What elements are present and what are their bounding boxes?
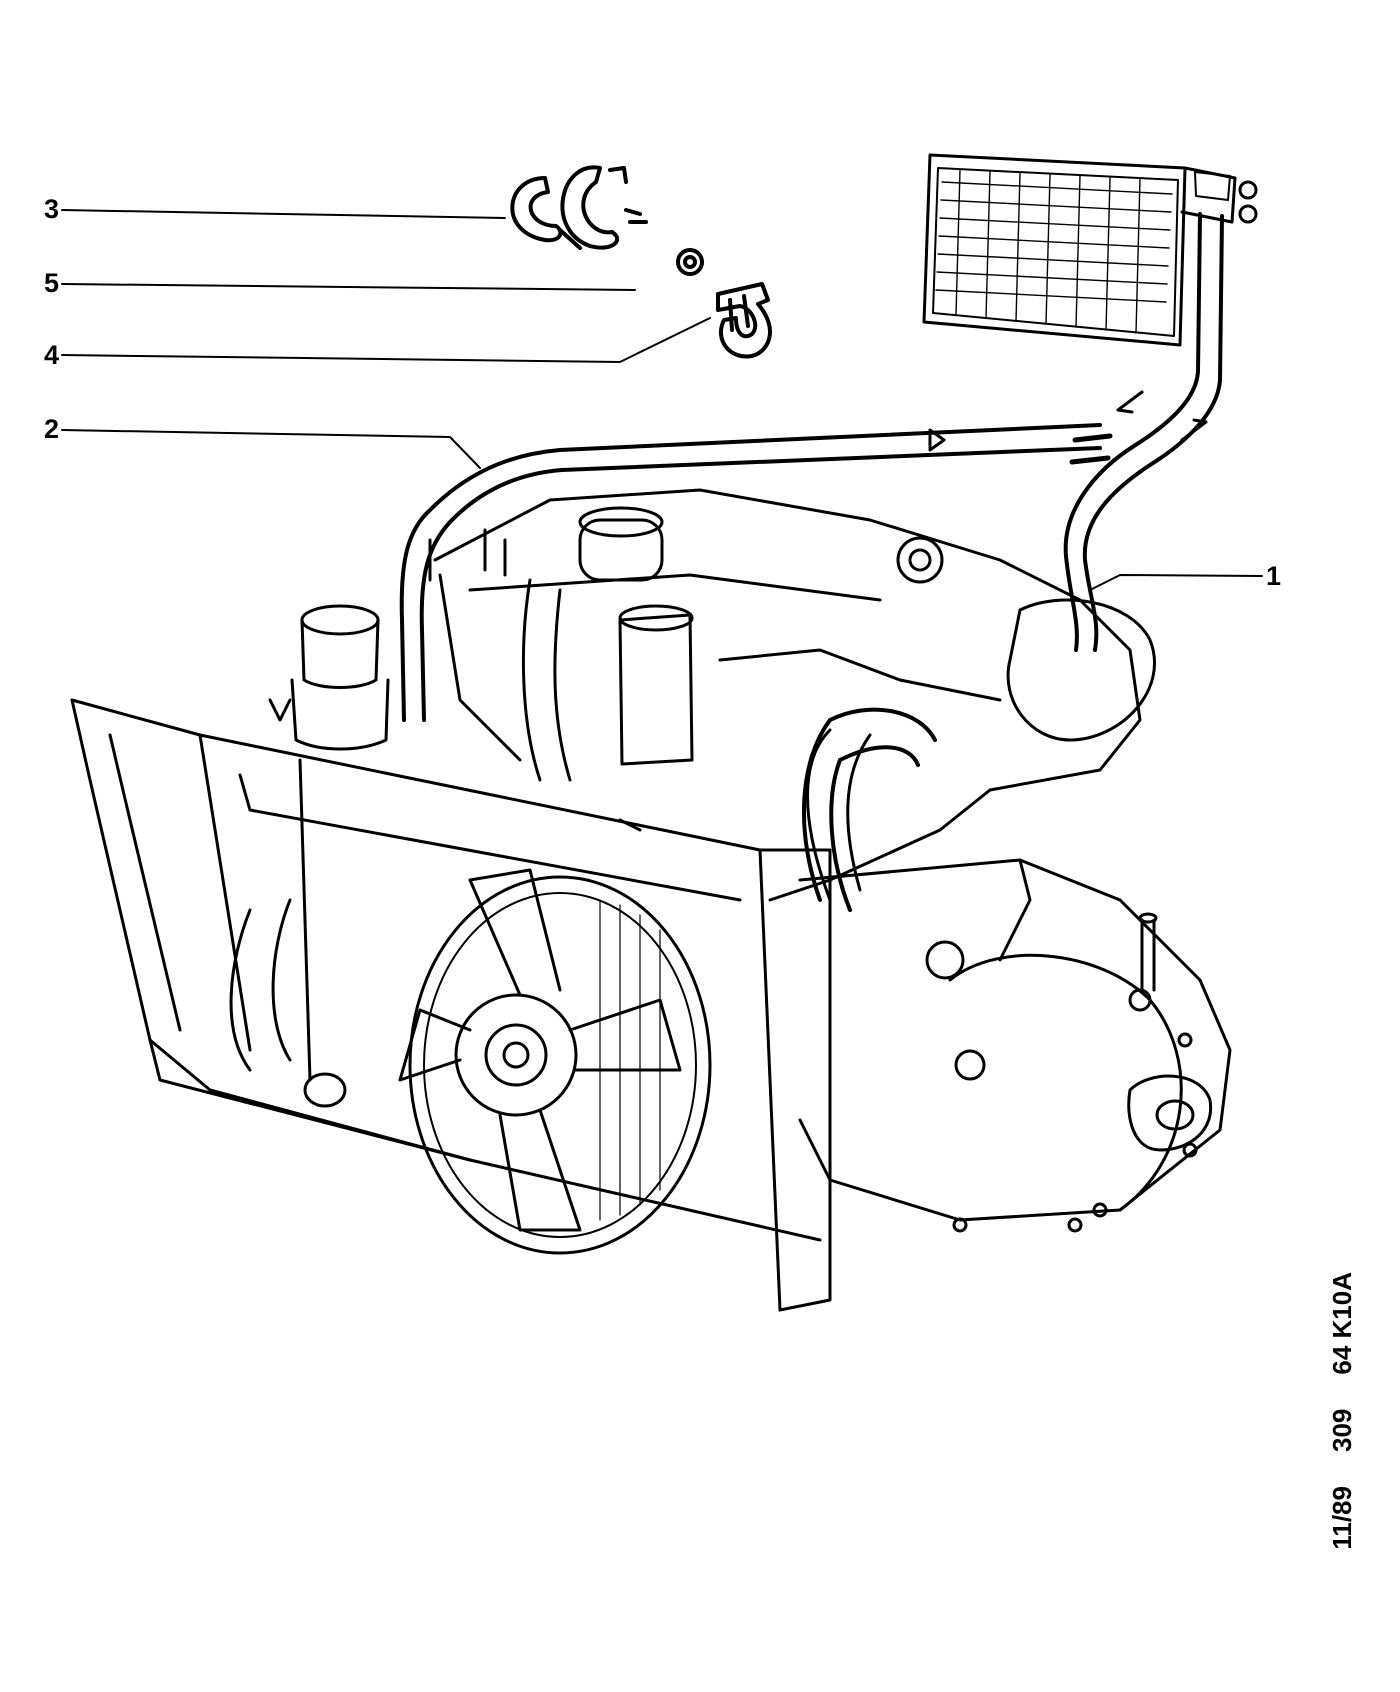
callout-1: 1 xyxy=(1266,561,1282,591)
leader-line-5 xyxy=(61,283,636,291)
clip-part-4 xyxy=(716,282,772,359)
leader-line-4 xyxy=(61,317,711,363)
callout-2: 2 xyxy=(44,414,60,444)
cooling-fan xyxy=(398,868,712,1255)
engine-block xyxy=(428,488,1156,902)
diagram-drawing xyxy=(61,153,1263,1312)
heater-hose-part-2 xyxy=(399,423,1102,722)
drawing-date: 11/89 xyxy=(1326,1486,1357,1550)
washer-part-5 xyxy=(676,248,704,276)
leader-line-1 xyxy=(1089,574,1263,591)
callout-4: 4 xyxy=(44,340,60,370)
callout-5: 5 xyxy=(44,268,60,298)
leader-lines xyxy=(61,209,1263,591)
upper-radiator-hose xyxy=(801,707,937,912)
gearbox xyxy=(798,858,1232,1233)
callout-3: 3 xyxy=(44,194,60,224)
vehicle-model: 309 xyxy=(1326,1408,1357,1453)
lower-radiator-hose xyxy=(229,898,347,1108)
expansion-tank xyxy=(268,604,390,751)
clip-pair-part-3 xyxy=(510,165,648,250)
drawing-reference: 64 K10A xyxy=(1326,1272,1357,1375)
radiator-frame xyxy=(70,698,832,1312)
drawing-reference-strip: 11/89 309 64 K10A xyxy=(1325,1272,1359,1692)
parts-diagram: 3 5 4 2 1 11/89 309 64 K10A xyxy=(44,153,1357,1550)
heater-matrix xyxy=(922,153,1258,347)
leader-line-2 xyxy=(61,429,481,469)
leader-line-3 xyxy=(61,209,506,219)
